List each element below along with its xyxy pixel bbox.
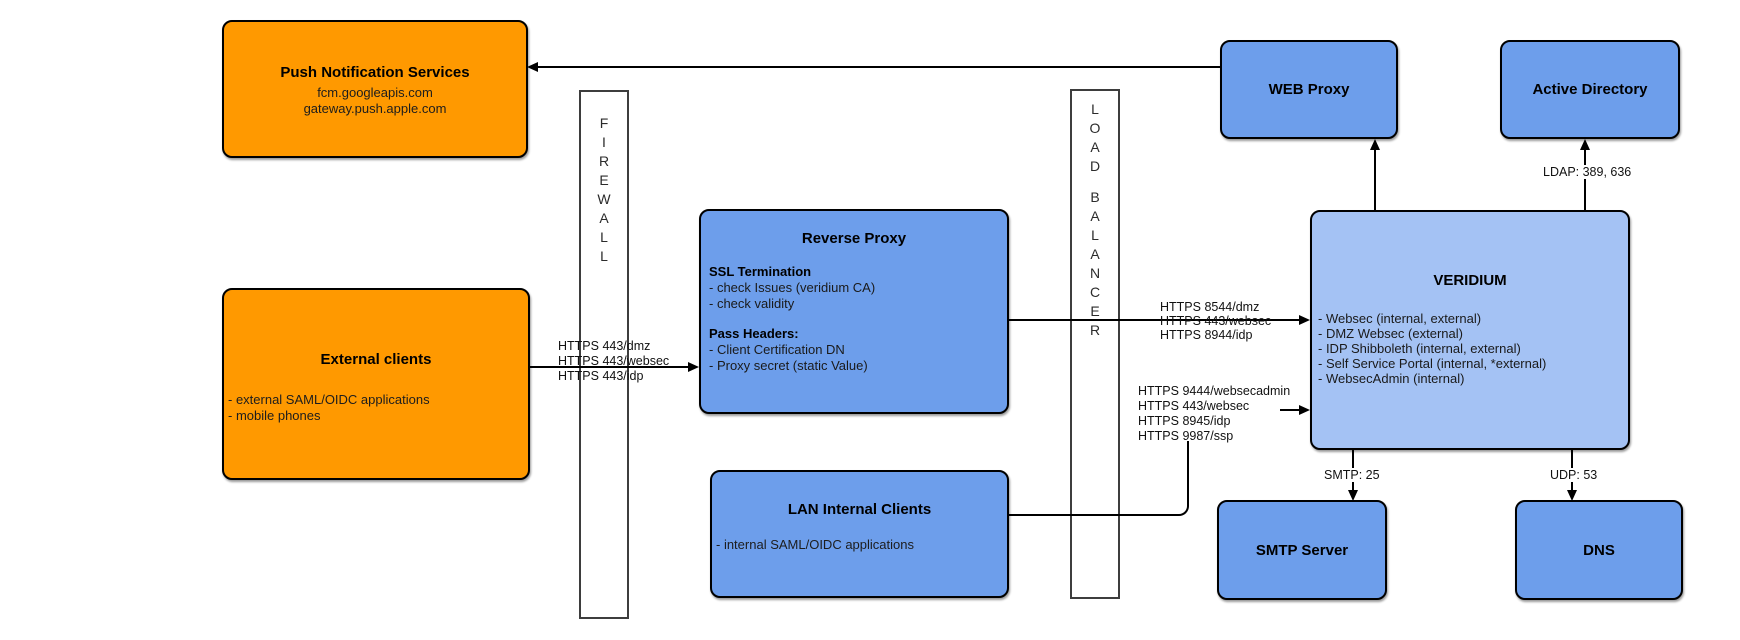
node-title: SMTP Server xyxy=(1255,541,1349,559)
active-directory-node: Active Directory xyxy=(1500,40,1680,139)
arrowhead-into-push xyxy=(527,62,538,72)
node-title: VERIDIUM xyxy=(1433,272,1507,289)
edge-label-line: HTTPS 9444/websecadmin xyxy=(1138,384,1291,398)
vertical-label-letter: E xyxy=(1090,303,1100,319)
arrowhead-into-reverseproxy xyxy=(688,362,699,372)
node-title: External clients xyxy=(320,351,432,368)
vertical-label-letter: O xyxy=(1089,120,1101,136)
node-body: - Websec (internal, external) - DMZ Webs… xyxy=(1312,311,1628,386)
edge-label-line: HTTPS 443/websec xyxy=(1160,314,1272,328)
edge-label-line: HTTPS 8945/idp xyxy=(1138,414,1231,428)
arrowhead-into-veridium-bottom xyxy=(1299,405,1310,415)
edge-label-line: HTTPS 9987/ssp xyxy=(1138,429,1234,443)
lan-item-saml: - internal SAML/OIDC applications xyxy=(716,537,914,552)
rp-item: - check validity xyxy=(709,296,795,311)
veridium-service: - WebsecAdmin (internal) xyxy=(1318,371,1465,386)
lan-internal-clients-node: LAN Internal Clients - internal SAML/OID… xyxy=(710,470,1009,598)
edge-label-external-ports: HTTPS 443/dmz HTTPS 443/websec HTTPS 443… xyxy=(558,339,669,384)
connector-veridium-to-ad xyxy=(1584,149,1586,210)
vertical-label-letter: A xyxy=(1090,208,1100,224)
arrowhead-into-webproxy xyxy=(1370,139,1380,150)
vertical-label-letter: L xyxy=(1091,227,1099,243)
edge-label-line: HTTPS 8944/idp xyxy=(1160,328,1253,342)
external-item-saml: - external SAML/OIDC applications xyxy=(228,392,430,407)
connector-lan-vertical xyxy=(1187,441,1189,504)
vertical-label-letter: D xyxy=(1089,158,1101,174)
vertical-label-letter: E xyxy=(599,172,609,188)
push-host-apple: gateway.push.apple.com xyxy=(303,101,447,116)
connector-reverseproxy-to-veridium xyxy=(1008,319,1299,321)
arrowhead-into-ad xyxy=(1580,139,1590,150)
reverse-proxy-node: Reverse Proxy SSL Termination - check Is… xyxy=(699,209,1009,414)
arrowhead-into-smtp xyxy=(1348,490,1358,501)
veridium-service: - DMZ Websec (external) xyxy=(1318,326,1463,341)
connector-external-to-reverseproxy xyxy=(530,366,690,368)
edge-label-line: HTTPS 8544/dmz xyxy=(1160,300,1260,314)
vertical-label-letter: N xyxy=(1089,265,1101,281)
vertical-label-letter: W xyxy=(597,191,611,207)
rp-section-heading: Pass Headers: xyxy=(709,326,799,341)
edge-label-line: HTTPS 443/dmz xyxy=(558,339,651,353)
node-body: fcm.googleapis.com gateway.push.apple.co… xyxy=(224,85,526,117)
edge-label-udp: UDP: 53 xyxy=(1548,468,1600,482)
node-body: - internal SAML/OIDC applications xyxy=(712,537,1007,553)
vertical-label-letter: A xyxy=(599,210,609,226)
smtp-server-node: SMTP Server xyxy=(1217,500,1387,600)
veridium-service: - Websec (internal, external) xyxy=(1318,311,1482,326)
edge-label-smtp: SMTP: 25 xyxy=(1322,468,1382,482)
node-body: SSL Termination - check Issues (veridium… xyxy=(701,247,1007,374)
connector-webproxy-to-push xyxy=(534,66,1220,68)
push-notification-services-node: Push Notification Services fcm.googleapi… xyxy=(222,20,528,158)
node-title: LAN Internal Clients xyxy=(787,501,932,518)
vertical-label-gap xyxy=(1072,176,1118,188)
node-body: - external SAML/OIDC applications - mobi… xyxy=(224,392,528,424)
dns-node: DNS xyxy=(1515,500,1683,600)
edge-label-line: HTTPS 443/websec xyxy=(1138,399,1250,413)
veridium-node: VERIDIUM - Websec (internal, external) -… xyxy=(1310,210,1630,450)
vertical-label-letter: L xyxy=(600,248,608,264)
veridium-service: - Self Service Portal (internal, *extern… xyxy=(1318,356,1547,371)
vertical-label-letter: B xyxy=(1090,189,1100,205)
veridium-service: - IDP Shibboleth (internal, external) xyxy=(1318,341,1521,356)
external-clients-node: External clients - external SAML/OIDC ap… xyxy=(222,288,530,480)
node-title: WEB Proxy xyxy=(1268,81,1350,98)
edge-label-line: HTTPS 443/websec xyxy=(558,354,670,368)
node-title: DNS xyxy=(1583,541,1615,559)
rp-item: - Client Certification DN xyxy=(709,342,845,357)
vertical-label-letter: C xyxy=(1089,284,1101,300)
vertical-label-letter: R xyxy=(598,153,610,169)
vertical-label-letter: L xyxy=(1091,101,1099,117)
push-host-fcm: fcm.googleapis.com xyxy=(317,85,433,100)
node-title: Push Notification Services xyxy=(280,64,470,81)
arrowhead-into-veridium-top xyxy=(1299,315,1310,325)
connector-lan-elbow xyxy=(1177,504,1189,516)
rp-item: - Proxy secret (static Value) xyxy=(709,358,868,373)
vertical-label-letter: I xyxy=(602,134,606,150)
vertical-label-letter: A xyxy=(1090,139,1100,155)
rp-section-heading: SSL Termination xyxy=(709,264,812,279)
edge-label-lb-ports: HTTPS 8544/dmz HTTPS 443/websec HTTPS 89… xyxy=(1160,300,1271,342)
connector-lan-horizontal xyxy=(1009,514,1179,516)
vertical-label-letter: R xyxy=(1089,322,1101,338)
connector-lan-arrow-stub xyxy=(1280,409,1300,411)
edge-label-lan-ports: HTTPS 9444/websecadmin HTTPS 443/websec … xyxy=(1138,384,1290,444)
vertical-label-letter: F xyxy=(599,115,609,131)
vertical-label-letter: L xyxy=(600,229,608,245)
connector-veridium-to-webproxy xyxy=(1374,149,1376,210)
rp-item: - check Issues (veridium CA) xyxy=(709,280,876,295)
node-title: Active Directory xyxy=(1532,81,1648,98)
arrowhead-into-dns xyxy=(1567,490,1577,501)
web-proxy-node: WEB Proxy xyxy=(1220,40,1398,139)
external-item-mobile: - mobile phones xyxy=(228,408,321,423)
edge-label-line: HTTPS 443/idp xyxy=(558,369,644,383)
node-title: Reverse Proxy xyxy=(801,230,907,247)
vertical-label-letter: A xyxy=(1090,246,1100,262)
edge-label-ldap: LDAP: 389, 636 xyxy=(1541,165,1634,179)
